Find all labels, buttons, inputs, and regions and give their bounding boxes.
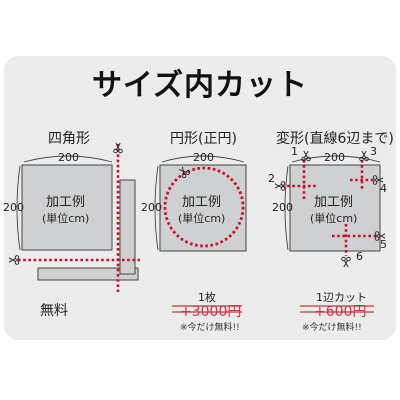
circle-height-label: 200 (141, 201, 162, 214)
circle-heading: 円形(正円) (170, 131, 237, 147)
square-width-label: 200 (58, 151, 79, 164)
irregular-diagram (274, 150, 386, 268)
irregular-height-arc (284, 165, 289, 251)
square-height-label: 200 (3, 201, 24, 214)
irregular-example-label: 加工例 (314, 195, 354, 210)
irregular-note: ※今だけ無料!! (302, 323, 362, 333)
cut-number-2: 2 (268, 172, 275, 185)
circle-old-price: +3000円 (180, 304, 242, 320)
page-title: サイズ内カット (91, 68, 309, 103)
cut-number-1: 1 (291, 145, 298, 158)
square-unit-label: (単位cm) (42, 212, 90, 225)
circle-width-label: 200 (193, 151, 214, 164)
square-sheet (21, 164, 113, 251)
cut-number-4: 4 (380, 182, 387, 195)
cut-number-3: 3 (370, 145, 377, 158)
irregular-height-label: 200 (272, 201, 293, 214)
irregular-count: 1辺カット (316, 291, 367, 304)
square-example-label: 加工例 (46, 195, 86, 210)
circle-unit-label: (単位cm) (178, 212, 226, 225)
square-width-arc (23, 155, 113, 163)
irregular-old-price: +600円 (314, 304, 367, 320)
leftover-strip-right (119, 179, 136, 275)
circle-height-arc (154, 165, 159, 251)
square-price: 無料 (40, 303, 68, 319)
irregular-width-arc (291, 155, 381, 163)
square-diagram (8, 142, 140, 292)
circle-note: ※今だけ無料!! (180, 323, 240, 333)
cut-number-6: 6 (356, 250, 363, 263)
circle-count: 1枚 (198, 291, 216, 304)
irregular-heading: 変形(直線6辺まで) (276, 131, 394, 147)
scissors-icon (341, 256, 351, 268)
irregular-width-label: 200 (324, 151, 345, 164)
circle-cut-line (163, 166, 245, 248)
square-height-arc (16, 165, 21, 251)
cut-number-5: 5 (380, 238, 387, 251)
scissors-icon (8, 255, 20, 265)
circle-diagram (154, 155, 247, 252)
circle-example-label: 加工例 (182, 195, 222, 210)
square-heading: 四角形 (48, 131, 90, 147)
leftover-strip-bottom (37, 267, 139, 281)
circle-width-arc (161, 155, 245, 163)
irregular-unit-label: (単位cm) (310, 212, 358, 225)
